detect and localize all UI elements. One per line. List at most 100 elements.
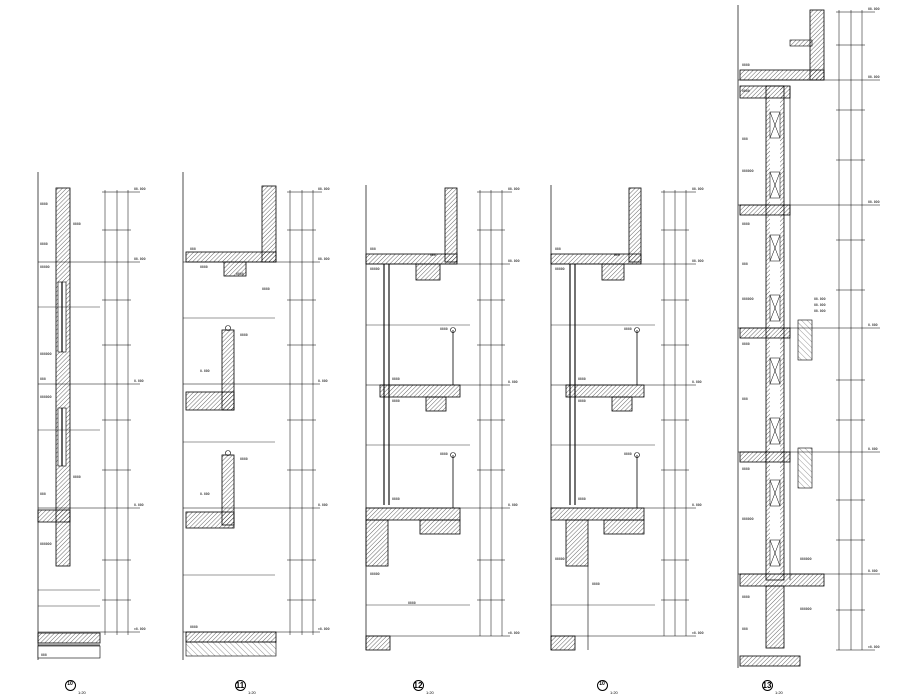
svg-text:0000: 0000: [742, 63, 750, 67]
svg-text:0000: 0000: [742, 89, 750, 93]
svg-text:±0.000: ±0.000: [134, 627, 146, 631]
svg-text:00000: 00000: [370, 572, 380, 576]
svg-text:00.000: 00.000: [318, 257, 330, 261]
svg-text:0000: 0000: [592, 582, 600, 586]
svg-text:0000: 0000: [190, 625, 198, 629]
svg-text:0000: 0000: [240, 333, 248, 337]
svg-text:000: 000: [614, 253, 620, 257]
svg-text:00.000: 00.000: [318, 187, 330, 191]
svg-text:0.000: 0.000: [868, 323, 878, 327]
svg-text:00.000: 00.000: [508, 259, 520, 263]
svg-text:000000: 000000: [40, 395, 52, 399]
svg-text:00.000: 00.000: [868, 7, 880, 11]
detail-marker-circle: [413, 680, 424, 691]
svg-text:0.000: 0.000: [134, 503, 144, 507]
detail-scale: 1:20: [426, 690, 434, 695]
svg-text:0000: 0000: [240, 457, 248, 461]
detail-number: 10: [599, 681, 605, 687]
svg-text:0000: 0000: [73, 222, 81, 226]
svg-text:0000: 0000: [742, 595, 750, 599]
detail-number: 12: [413, 681, 423, 690]
svg-text:0.000: 0.000: [200, 369, 210, 373]
svg-text:000: 000: [742, 397, 748, 401]
detail-marker-circle: [235, 680, 246, 691]
svg-text:0000: 0000: [40, 242, 48, 246]
svg-text:00.000: 00.000: [814, 297, 826, 301]
svg-text:000: 000: [41, 653, 47, 657]
svg-text:0.000: 0.000: [868, 447, 878, 451]
svg-text:00.000: 00.000: [134, 257, 146, 261]
detail-number: 13: [762, 681, 772, 690]
svg-text:00000: 00000: [370, 267, 380, 271]
svg-text:0000: 0000: [440, 327, 448, 331]
svg-text:00000: 00000: [555, 267, 565, 271]
svg-text:000: 000: [430, 253, 436, 257]
svg-text:0000: 0000: [742, 342, 750, 346]
svg-text:0000: 0000: [408, 601, 416, 605]
svg-text:0000: 0000: [262, 287, 270, 291]
svg-text:000: 000: [40, 377, 46, 381]
svg-text:0000: 0000: [392, 377, 400, 381]
svg-text:0.000: 0.000: [318, 503, 328, 507]
detail-scale: 1:20: [610, 690, 618, 695]
detail-marker-circle: [65, 680, 76, 691]
svg-text:0.000: 0.000: [508, 503, 518, 507]
detail-section-4: 00.000 00.000 0.000 0.000 ±0.000 000 000…: [550, 185, 704, 651]
svg-text:±0.000: ±0.000: [868, 645, 880, 649]
svg-text:000000: 000000: [742, 517, 754, 521]
detail-section-2: 00.000 00.000 0.000 0.000 ±0.000 000 000…: [182, 172, 330, 660]
svg-text:0000: 0000: [578, 399, 586, 403]
svg-text:0000: 0000: [578, 497, 586, 501]
svg-text:±0.000: ±0.000: [508, 631, 520, 635]
svg-text:0000: 0000: [624, 452, 632, 456]
detail-number: 11: [235, 681, 245, 690]
svg-text:000000: 000000: [800, 607, 812, 611]
svg-text:000000: 000000: [742, 297, 754, 301]
svg-text:000: 000: [40, 492, 46, 496]
detail-marker-circle: [597, 680, 608, 691]
svg-text:0000: 0000: [578, 377, 586, 381]
svg-text:000: 000: [742, 627, 748, 631]
svg-text:0.000: 0.000: [200, 492, 210, 496]
svg-text:000000: 000000: [742, 169, 754, 173]
svg-text:±0.000: ±0.000: [692, 631, 704, 635]
svg-text:0000: 0000: [236, 272, 244, 276]
detail-section-1: 00.000 00.000 0.000 0.000 ±0.000 0000 00…: [37, 172, 146, 660]
svg-text:00.000: 00.000: [508, 187, 520, 191]
svg-text:0000: 0000: [200, 265, 208, 269]
svg-text:00.000: 00.000: [692, 259, 704, 263]
svg-text:00.000: 00.000: [692, 187, 704, 191]
svg-text:0000: 0000: [392, 399, 400, 403]
detail-section-5: 00.000 00.000 00.000 0.000 0.000 0.000 ±…: [737, 5, 880, 668]
detail-scale: 1:20: [248, 690, 256, 695]
svg-text:0.000: 0.000: [318, 379, 328, 383]
svg-text:0000: 0000: [742, 467, 750, 471]
svg-text:000: 000: [742, 262, 748, 266]
svg-text:±0.000: ±0.000: [318, 627, 330, 631]
svg-text:00000: 00000: [40, 265, 50, 269]
svg-text:00000: 00000: [555, 557, 565, 561]
svg-text:000: 000: [190, 247, 196, 251]
svg-text:000000: 000000: [800, 557, 812, 561]
svg-text:00.000: 00.000: [814, 303, 826, 307]
svg-text:00.000: 00.000: [868, 200, 880, 204]
svg-text:0.000: 0.000: [134, 379, 144, 383]
svg-text:00.000: 00.000: [814, 309, 826, 313]
svg-text:000000: 000000: [40, 542, 52, 546]
svg-text:00.000: 00.000: [134, 187, 146, 191]
svg-text:000: 000: [555, 247, 561, 251]
svg-text:0000: 0000: [73, 475, 81, 479]
svg-text:0000: 0000: [440, 452, 448, 456]
svg-text:0000: 0000: [392, 497, 400, 501]
detail-section-3: 00.000 00.000 0.000 0.000 ±0.000 000 000…: [365, 185, 520, 651]
svg-text:0000: 0000: [742, 222, 750, 226]
svg-text:000: 000: [742, 137, 748, 141]
detail-scale: 1:20: [775, 690, 783, 695]
svg-text:0000: 0000: [40, 202, 48, 206]
svg-text:0.000: 0.000: [692, 380, 702, 384]
detail-scale: 1:20: [78, 690, 86, 695]
svg-text:0.000: 0.000: [868, 569, 878, 573]
svg-text:000: 000: [370, 247, 376, 251]
svg-text:00.000: 00.000: [868, 75, 880, 79]
